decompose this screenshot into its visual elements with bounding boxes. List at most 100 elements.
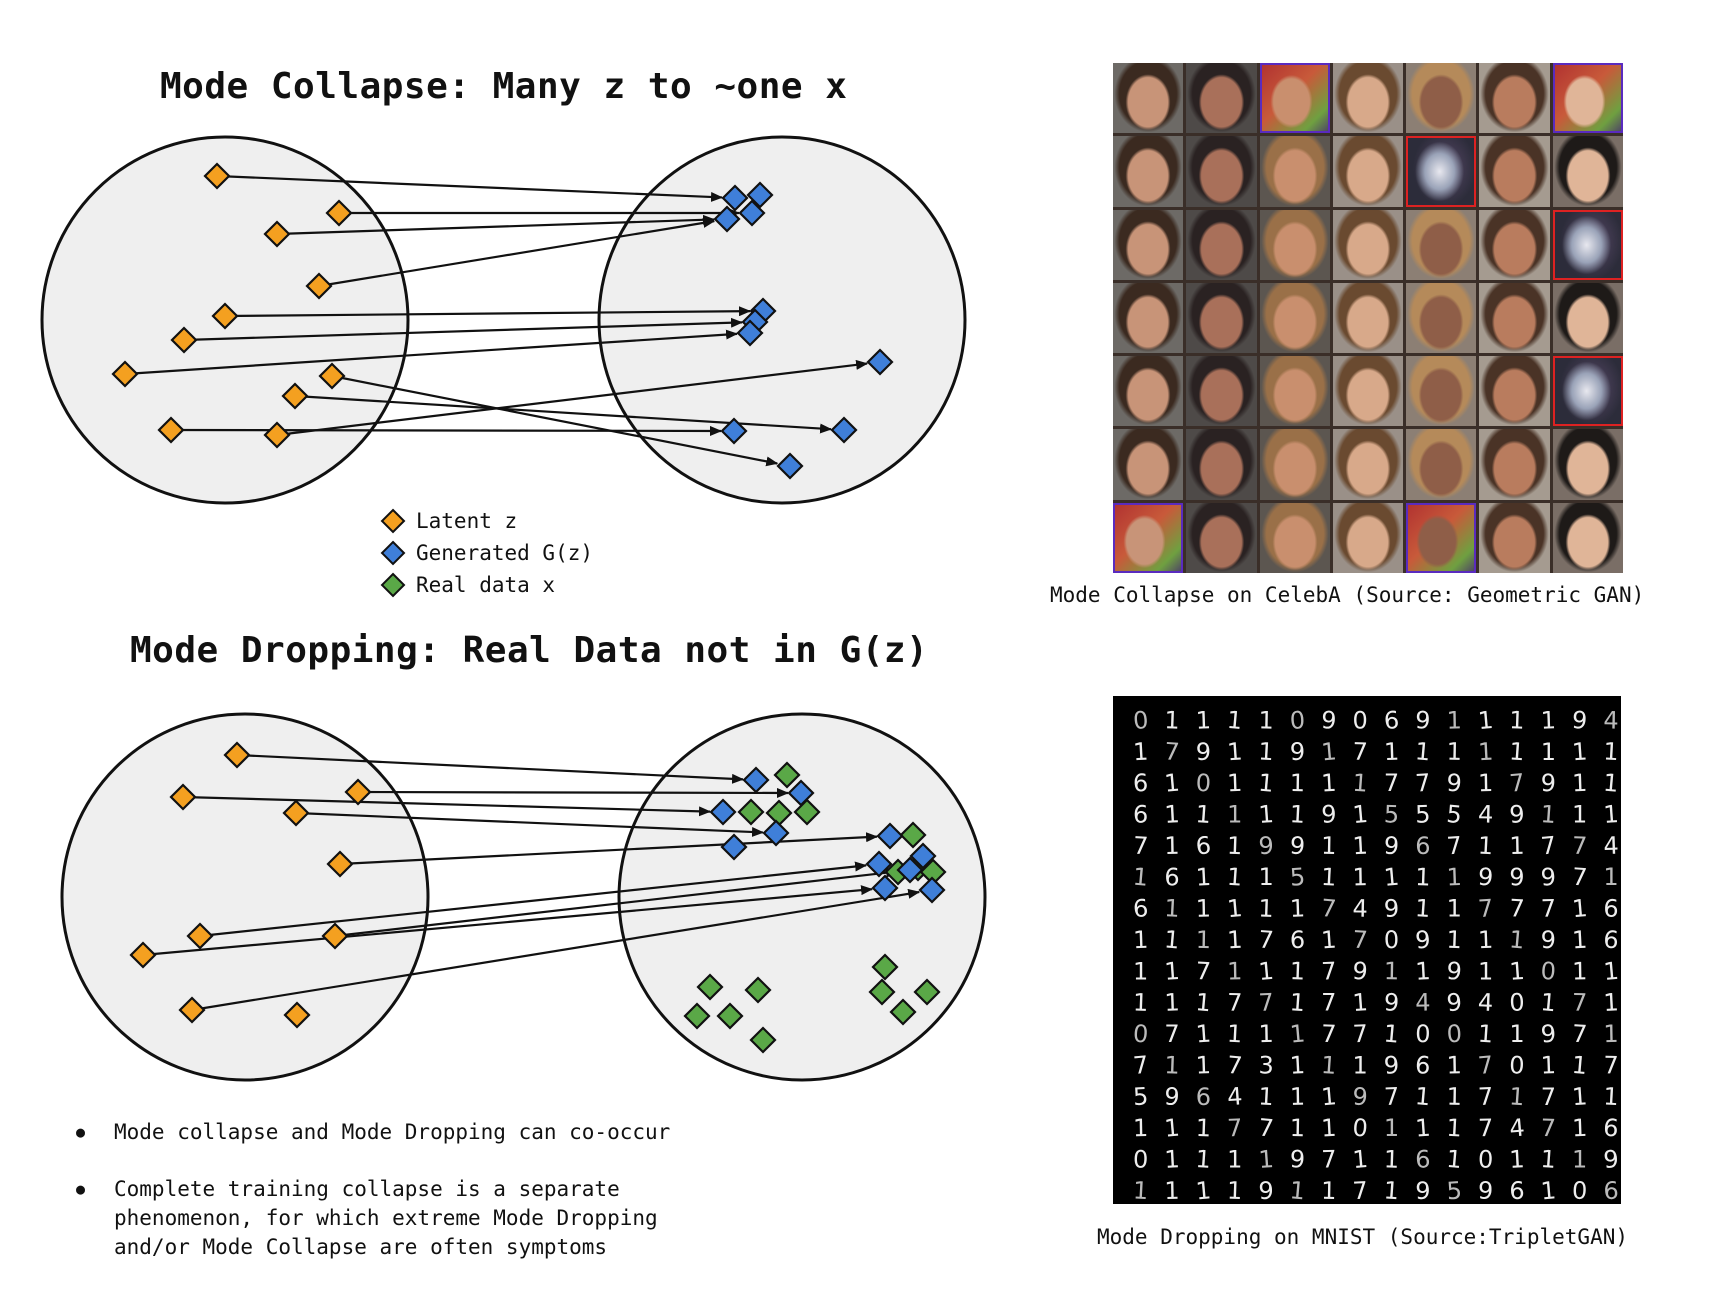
face-thumbnail: [1259, 282, 1330, 354]
face-thumbnail: [1186, 136, 1257, 207]
mnist-digit: 1: [1540, 706, 1556, 735]
generated-point: [871, 874, 899, 902]
mnist-digit: 9: [1352, 1082, 1368, 1111]
mnist-digit: 1: [1603, 988, 1620, 1017]
mnist-digit: 7: [1226, 1051, 1244, 1080]
face-thumbnail: [1479, 63, 1550, 134]
mnist-digit: 1: [1320, 925, 1337, 954]
mnist-digit: 1: [1571, 1051, 1589, 1080]
mnist-digit: 1: [1164, 1051, 1180, 1080]
mnist-digit: 1: [1163, 1113, 1181, 1142]
generated-point: [709, 798, 737, 826]
mnist-digit: 1: [1477, 706, 1495, 735]
mnist-digit: 0: [1289, 706, 1306, 735]
face-thumbnail: [1113, 356, 1184, 427]
mnist-digit: 1: [1602, 769, 1620, 798]
face-thumbnail: [1332, 356, 1404, 427]
latent-point: [203, 162, 231, 190]
mnist-digit: 7: [1383, 1082, 1399, 1111]
mnist-digit: 6: [1415, 1145, 1431, 1174]
mnist-digit: 1: [1477, 832, 1494, 861]
generated-point: [865, 850, 893, 878]
mnist-digit: 9: [1603, 1145, 1620, 1174]
face-thumbnail: [1479, 502, 1550, 573]
mnist-digit: 9: [1415, 1177, 1430, 1204]
mnist-digit: 5: [1132, 1082, 1149, 1111]
mnist-digit: 1: [1163, 957, 1180, 986]
face-thumbnail: [1259, 209, 1330, 280]
mnist-digit: 1: [1289, 894, 1305, 923]
mnist-digit: 1: [1540, 1145, 1557, 1174]
latent-point: [157, 416, 185, 444]
mnist-digit: 7: [1195, 957, 1212, 986]
mnist-digit: 1: [1352, 769, 1369, 798]
mnist-digit: 6: [1133, 800, 1149, 828]
generated-point: [713, 205, 741, 233]
face-thumbnail: [1552, 209, 1623, 280]
latent-point: [169, 783, 197, 811]
mnist-digit: 4: [1603, 832, 1619, 861]
mnist-digit: 1: [1195, 800, 1212, 829]
generated-point: [720, 833, 748, 861]
mnist-digit: 7: [1227, 989, 1243, 1017]
mnist-digit: 1: [1321, 1114, 1338, 1143]
mode-dropping-title: Mode Dropping: Real Data not in G(z): [130, 630, 929, 671]
mnist-digit: 5: [1383, 800, 1399, 829]
mnist-digit: 6: [1415, 832, 1430, 860]
face-thumbnail: [1479, 429, 1550, 500]
mnist-digit: 1: [1414, 894, 1431, 923]
legend-label: Latent z: [416, 509, 518, 533]
mnist-digit: 7: [1603, 1051, 1619, 1079]
mnist-digit: 1: [1541, 738, 1556, 766]
mnist-digit: 1: [1196, 894, 1212, 922]
mnist-digit: 0: [1195, 769, 1211, 798]
bullet-item: Mode collapse and Mode Dropping can co-o…: [72, 1118, 670, 1147]
mnist-digit: 1: [1164, 1145, 1181, 1174]
face-thumbnail: [1186, 502, 1257, 573]
mnist-digit: 1: [1195, 1114, 1211, 1143]
mnist-digit: 1: [1446, 706, 1462, 734]
mnist-digit: 1: [1227, 1177, 1243, 1204]
mnist-digit: 7: [1572, 989, 1588, 1017]
mnist-digit: 7: [1541, 1083, 1556, 1111]
legend-item-real: Real data x: [380, 569, 593, 601]
mnist-digit: 7: [1258, 988, 1275, 1017]
mnist-digit: 1: [1133, 988, 1149, 1017]
generated-point: [830, 416, 858, 444]
face-thumbnail: [1332, 136, 1404, 207]
mapping-arrow: [142, 885, 874, 957]
green-diamond-icon: [380, 572, 406, 598]
mnist-digit: 9: [1445, 988, 1463, 1017]
mnist-digit: 6: [1290, 926, 1305, 954]
mnist-digit: 1: [1258, 800, 1275, 829]
mnist-digit: 7: [1540, 831, 1558, 860]
mnist-digit: 5: [1415, 800, 1431, 829]
mnist-digit: 7: [1352, 1020, 1368, 1049]
mnist-digit: 1: [1540, 1176, 1558, 1204]
mnist-digit: 5: [1289, 863, 1306, 892]
mnist-digit: 1: [1226, 706, 1244, 735]
face-thumbnail: [1259, 63, 1330, 134]
face-thumbnail: [1479, 282, 1550, 354]
mnist-digit: 1: [1603, 1082, 1620, 1111]
mnist-digit: 0: [1478, 1145, 1494, 1173]
mnist-digit: 9: [1289, 1145, 1306, 1174]
mapping-arrow: [191, 888, 921, 1012]
mnist-digit: 6: [1132, 894, 1149, 923]
mnist-digit: 1: [1572, 1145, 1587, 1173]
mnist-digit: 7: [1478, 1114, 1494, 1142]
mnist-digit: 9: [1540, 863, 1557, 892]
mnist-digit: 1: [1383, 738, 1399, 767]
latent-point: [263, 421, 291, 449]
mnist-digit: 1: [1414, 737, 1432, 766]
face-thumbnail: [1113, 502, 1184, 573]
mnist-digit: 9: [1540, 1020, 1557, 1049]
mnist-digit: 7: [1508, 769, 1526, 798]
mnist-digit: 3: [1258, 1051, 1274, 1079]
mnist-digit: 7: [1321, 1020, 1337, 1049]
mnist-digit: 0: [1132, 1020, 1149, 1049]
face-thumbnail: [1186, 282, 1257, 354]
mnist-digit: 7: [1163, 737, 1180, 766]
mnist-digit: 1: [1603, 1020, 1619, 1048]
mnist-digit: 7: [1572, 832, 1588, 861]
